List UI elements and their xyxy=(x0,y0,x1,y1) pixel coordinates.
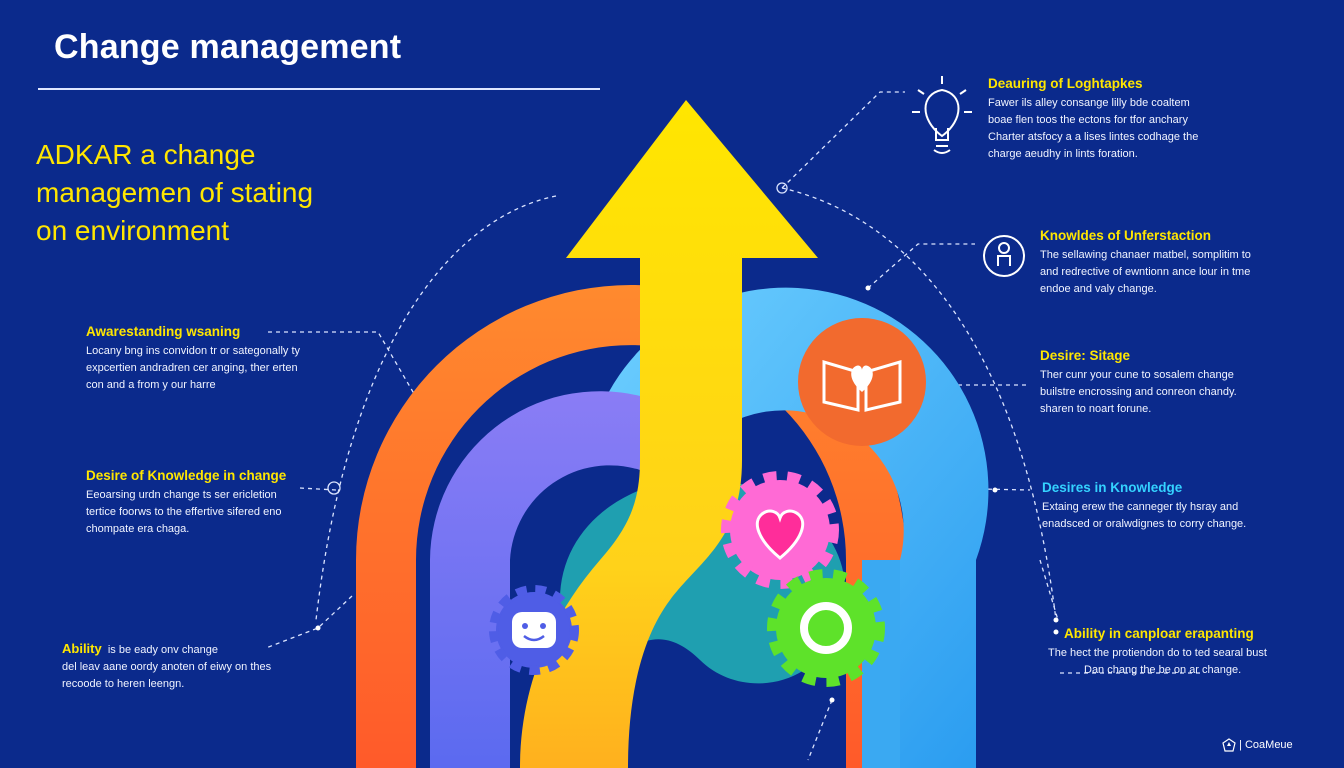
note-body: Fawer ils alley consange lilly bde coalt… xyxy=(988,95,1288,163)
note-body: Eeoarsing urdn change ts ser ericletion … xyxy=(86,487,326,538)
note-line: tertice foorws to the effertive sifered … xyxy=(86,506,282,518)
connector-ability-left xyxy=(265,595,353,649)
note-line-rest: is be eady onv change xyxy=(107,644,218,656)
book-heart-icon xyxy=(798,318,926,446)
person-icon xyxy=(983,235,1025,277)
note-line: charge aeudhy in lints foration. xyxy=(988,148,1138,160)
note-line: enadsced or oralwdignes to corry change. xyxy=(1042,518,1247,530)
note-line: recoode to heren leengn. xyxy=(62,678,185,690)
connector-ability-right xyxy=(1039,559,1059,621)
connector-desire-knowledge xyxy=(299,487,337,491)
note-knowledge: Knowldes of Unferstaction The sellawing … xyxy=(1040,228,1310,298)
note-heading: Deauring of Loghtapkes xyxy=(988,76,1143,91)
note-body: Ability is be eady onv change del leav a… xyxy=(62,640,322,693)
note-heading: Ability in canploar erapanting xyxy=(1064,626,1254,641)
brand-logo-icon xyxy=(1222,738,1236,752)
note-line: del leav aane oordy anoten of eiwy on th… xyxy=(62,661,272,673)
note-heading: Desires in Knowledge xyxy=(1042,480,1183,495)
note-line: Eeoarsing urdn change ts ser ericletion xyxy=(86,489,277,501)
subtitle-line: ADKAR a change xyxy=(36,139,256,170)
dashed-guides xyxy=(265,91,1200,761)
note-ability-left: Ability is be eady onv change del leav a… xyxy=(62,640,322,693)
note-line: Ability is be eady onv change xyxy=(62,640,322,659)
note-line: Charter atsfocy a a lises lintes codhage… xyxy=(988,131,1199,143)
connector-bottom xyxy=(807,699,833,761)
connector-knowledge xyxy=(867,243,975,289)
note-line: Locany bng ins convidon tr or sategonall… xyxy=(86,345,301,357)
dashed-guide-right xyxy=(781,187,1057,621)
footer-text: | CoaMeue xyxy=(1239,738,1293,751)
page-title: Change management xyxy=(54,28,402,66)
dashed-guide-left xyxy=(315,195,557,621)
note-line: Fawer ils alley consange lilly bde coalt… xyxy=(988,97,1190,109)
note-heading: Knowldes of Unferstaction xyxy=(1040,228,1212,243)
subtitle: ADKAR a change managemen of stating on e… xyxy=(36,136,416,250)
note-body: The hect the protiendon do to ted searal… xyxy=(1048,645,1308,679)
note-line: and redrective of ewntionn ance lour in … xyxy=(1040,266,1251,278)
subtitle-line: managemen of stating xyxy=(36,177,314,208)
arc-orange xyxy=(356,285,906,768)
subtitle-line: on environment xyxy=(36,215,230,246)
note-body: Locany bng ins convidon tr or sategonall… xyxy=(86,343,356,394)
note-awareness: Awarestanding wsaning Locany bng ins con… xyxy=(86,324,356,394)
footer-brand: | CoaMeue xyxy=(1222,738,1293,752)
title-divider xyxy=(38,88,600,90)
note-line: chompate era chaga. xyxy=(86,523,190,535)
note-line: con and a from y our harre xyxy=(86,379,216,391)
lightbulb-icon xyxy=(912,76,972,154)
note-line: builstre encrossing and conreon chandy. xyxy=(1040,386,1237,398)
note-line: sharen to noart forune. xyxy=(1040,403,1152,415)
note-desire-stage: Desire: Sitage Ther cunr your cune to so… xyxy=(1040,348,1300,418)
note-desires-knowledge: Desires in Knowledge Extaing erew the ca… xyxy=(1042,480,1302,533)
note-ability-right: Ability in canploar erapanting The hect … xyxy=(1048,626,1308,679)
up-arrow-icon xyxy=(520,100,818,768)
gear-icon xyxy=(767,569,885,687)
note-line: expcertien andradren cer anging, ther er… xyxy=(86,362,298,374)
note-line: boae flen toos the ectons for tfor ancha… xyxy=(988,114,1188,126)
note-body: Extaing erew the canneger tly hsray and … xyxy=(1042,499,1302,533)
note-heading: Desire of Knowledge in change xyxy=(86,468,287,483)
note-heading: Desire: Sitage xyxy=(1040,348,1131,363)
note-line: Dan chang the be on ar change. xyxy=(1084,664,1242,676)
connector-lightbulb xyxy=(781,91,905,189)
note-body: The sellawing chanaer matbel, somplitim … xyxy=(1040,247,1310,298)
note-heading: Awarestanding wsaning xyxy=(86,324,241,339)
note-line: The sellawing chanaer matbel, somplitim … xyxy=(1040,249,1251,261)
note-desire-knowledge: Desire of Knowledge in change Eeoarsing … xyxy=(86,468,326,538)
smiley-gear-icon xyxy=(489,585,579,675)
note-body: Ther cunr your cune to sosalem change bu… xyxy=(1040,367,1300,418)
note-line: The hect the protiendon do to ted searal… xyxy=(1048,647,1267,659)
note-line: endoe and valy change. xyxy=(1040,283,1157,295)
note-line: Extaing erew the canneger tly hsray and xyxy=(1042,501,1239,513)
note-heading: Ability xyxy=(62,641,102,656)
note-line: Ther cunr your cune to sosalem change xyxy=(1040,369,1234,381)
arc-purple xyxy=(430,391,640,768)
heart-gear-icon xyxy=(721,471,839,589)
note-lightbulb: Deauring of Loghtapkes Fawer ils alley c… xyxy=(988,76,1288,163)
